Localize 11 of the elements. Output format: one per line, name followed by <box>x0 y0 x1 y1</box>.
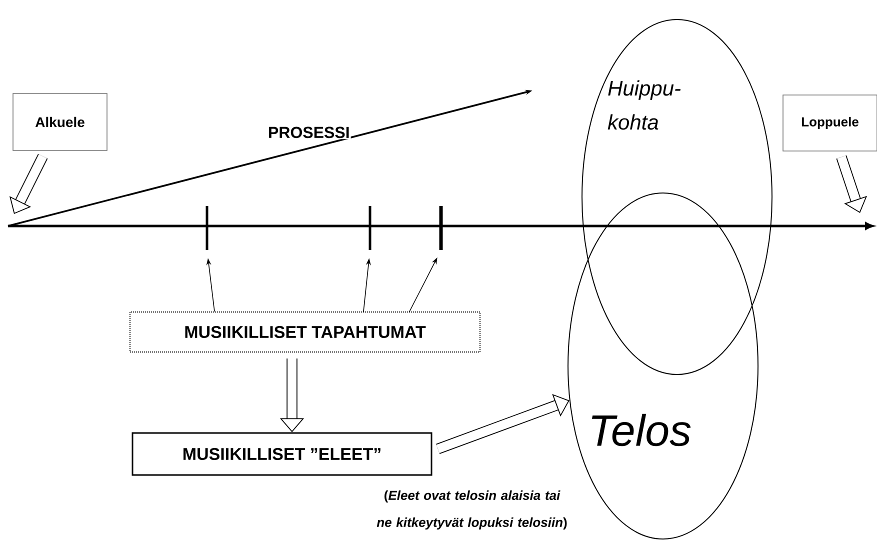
text-box: Alkuele <box>12 93 108 151</box>
tick-mark <box>206 206 208 250</box>
note-text: (Eleet ovat telosin alaisia tai ne kitkeytyvät lopuksi telosiin) <box>376 490 567 530</box>
dotted-box: MUSIIKILLISET TAPAHTUMAT <box>130 312 480 352</box>
text-box: MUSIIKILLISET ”ELEET” <box>132 432 432 476</box>
arrow <box>836 155 868 213</box>
edge-label: PROSESSI <box>267 126 351 140</box>
arrow <box>436 394 570 454</box>
tick-mark <box>368 206 372 250</box>
tick-mark <box>439 206 443 250</box>
text-box: Loppuele <box>782 94 877 152</box>
